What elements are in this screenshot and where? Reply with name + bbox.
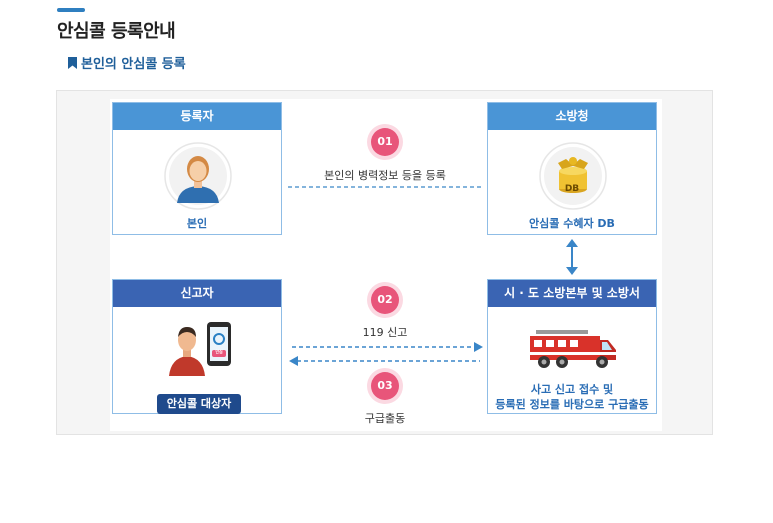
reporter-box: 신고자 안심 안심콜 대상자 bbox=[112, 279, 282, 414]
fire-station-caption-line1: 사고 신고 접수 및 bbox=[530, 383, 614, 396]
registrant-header: 등록자 bbox=[113, 103, 281, 130]
step-2-badge: 02 bbox=[371, 286, 399, 314]
connector-lines bbox=[288, 186, 578, 366]
diagram-canvas: 등록자 본인 소방청 DB 안심콜 수혜자 DB 신고자 bbox=[110, 99, 662, 431]
step-1-label: 본인의 병력정보 등을 등록 bbox=[324, 169, 446, 182]
fire-station-caption-line2: 등록된 정보를 바탕으로 구급출동 bbox=[495, 398, 649, 411]
phone-screen-label: 안심 bbox=[215, 349, 223, 354]
safe-call-target-button[interactable]: 안심콜 대상자 bbox=[157, 394, 241, 414]
db-label: DB bbox=[564, 184, 580, 194]
registrant-box: 등록자 본인 bbox=[112, 102, 282, 235]
page-title: 안심콜 등록안내 bbox=[57, 21, 176, 42]
section-subtitle-text: 본인의 안심콜 등록 bbox=[81, 57, 186, 72]
report-right-arrow bbox=[292, 342, 483, 352]
fire-station-box: 시 · 도 소방본부 및 소방서 사고 신고 접수 및 등록된 정보를 바탕으로… bbox=[487, 279, 657, 414]
fire-agency-header: 소방청 bbox=[488, 103, 656, 130]
bookmark-icon bbox=[68, 56, 77, 69]
step-2-label: 119 신고 bbox=[362, 326, 408, 339]
title-accent-bar bbox=[57, 8, 85, 12]
fire-station-header: 시 · 도 소방본부 및 소방서 bbox=[488, 280, 656, 307]
fire-truck-icon bbox=[530, 330, 616, 368]
fire-agency-box: 소방청 DB 안심콜 수혜자 DB bbox=[487, 102, 657, 235]
vertical-double-arrow-icon bbox=[566, 239, 578, 275]
step-3-label: 구급출동 bbox=[364, 412, 406, 425]
registrant-caption: 본인 bbox=[186, 217, 208, 230]
reporter-header: 신고자 bbox=[113, 280, 281, 307]
fire-agency-caption: 안심콜 수혜자 DB bbox=[529, 217, 615, 230]
person-avatar-icon bbox=[164, 142, 232, 210]
caller-with-phone-icon bbox=[169, 322, 231, 376]
database-emblem-icon bbox=[539, 142, 607, 210]
dispatch-left-arrow bbox=[289, 356, 480, 366]
section-subtitle: 본인의 안심콜 등록 bbox=[68, 53, 186, 72]
step-1-badge: 01 bbox=[371, 128, 399, 156]
step-3-badge: 03 bbox=[371, 372, 399, 400]
